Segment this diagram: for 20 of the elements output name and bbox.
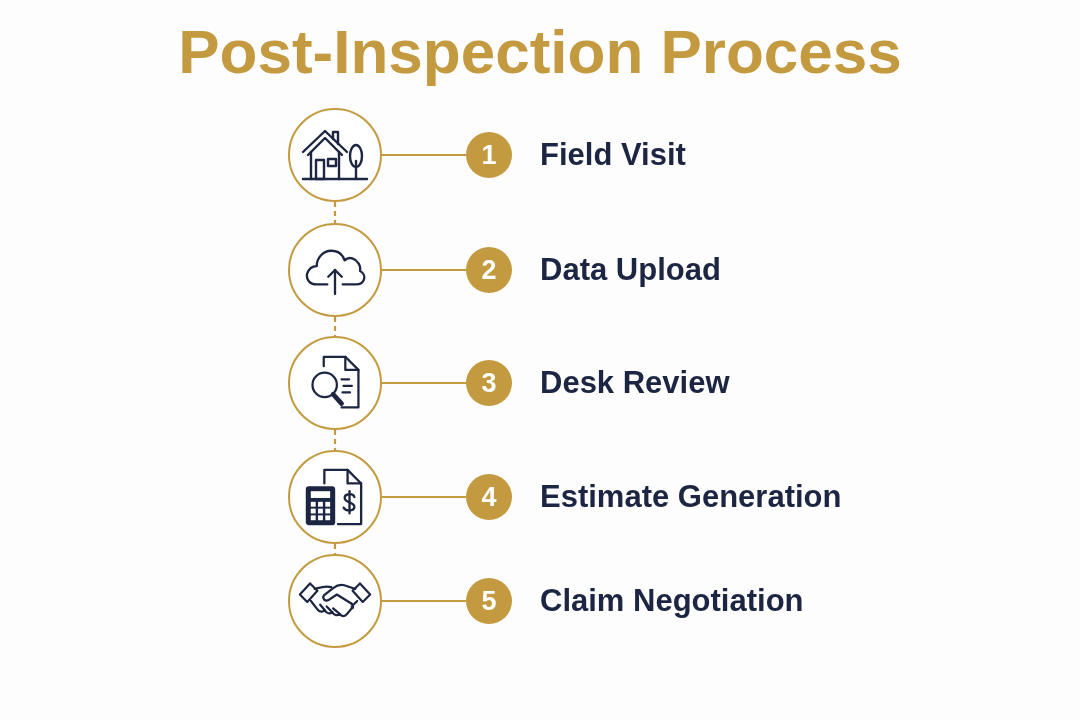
connector-line [382, 268, 466, 272]
step-number-badge: 4 [466, 474, 512, 520]
connector-line [382, 599, 466, 603]
step-number-badge: 1 [466, 132, 512, 178]
connector-line [382, 495, 466, 499]
step-number-badge: 5 [466, 578, 512, 624]
step-label: Claim Negotiation [540, 582, 804, 620]
connector-line [382, 381, 466, 385]
step-number-badge: 2 [466, 247, 512, 293]
step-label: Data Upload [540, 251, 721, 289]
dashed-connector [333, 430, 337, 450]
step-number-badge: 3 [466, 360, 512, 406]
step-label: Field Visit [540, 136, 686, 174]
dashed-connector [333, 202, 337, 223]
dashed-connector [333, 544, 337, 554]
step-label: Estimate Generation [540, 478, 842, 516]
dashed-connector [333, 317, 337, 336]
title: Post-Inspection Process [178, 16, 902, 88]
connector-line [382, 153, 466, 157]
step-label: Desk Review [540, 364, 730, 402]
